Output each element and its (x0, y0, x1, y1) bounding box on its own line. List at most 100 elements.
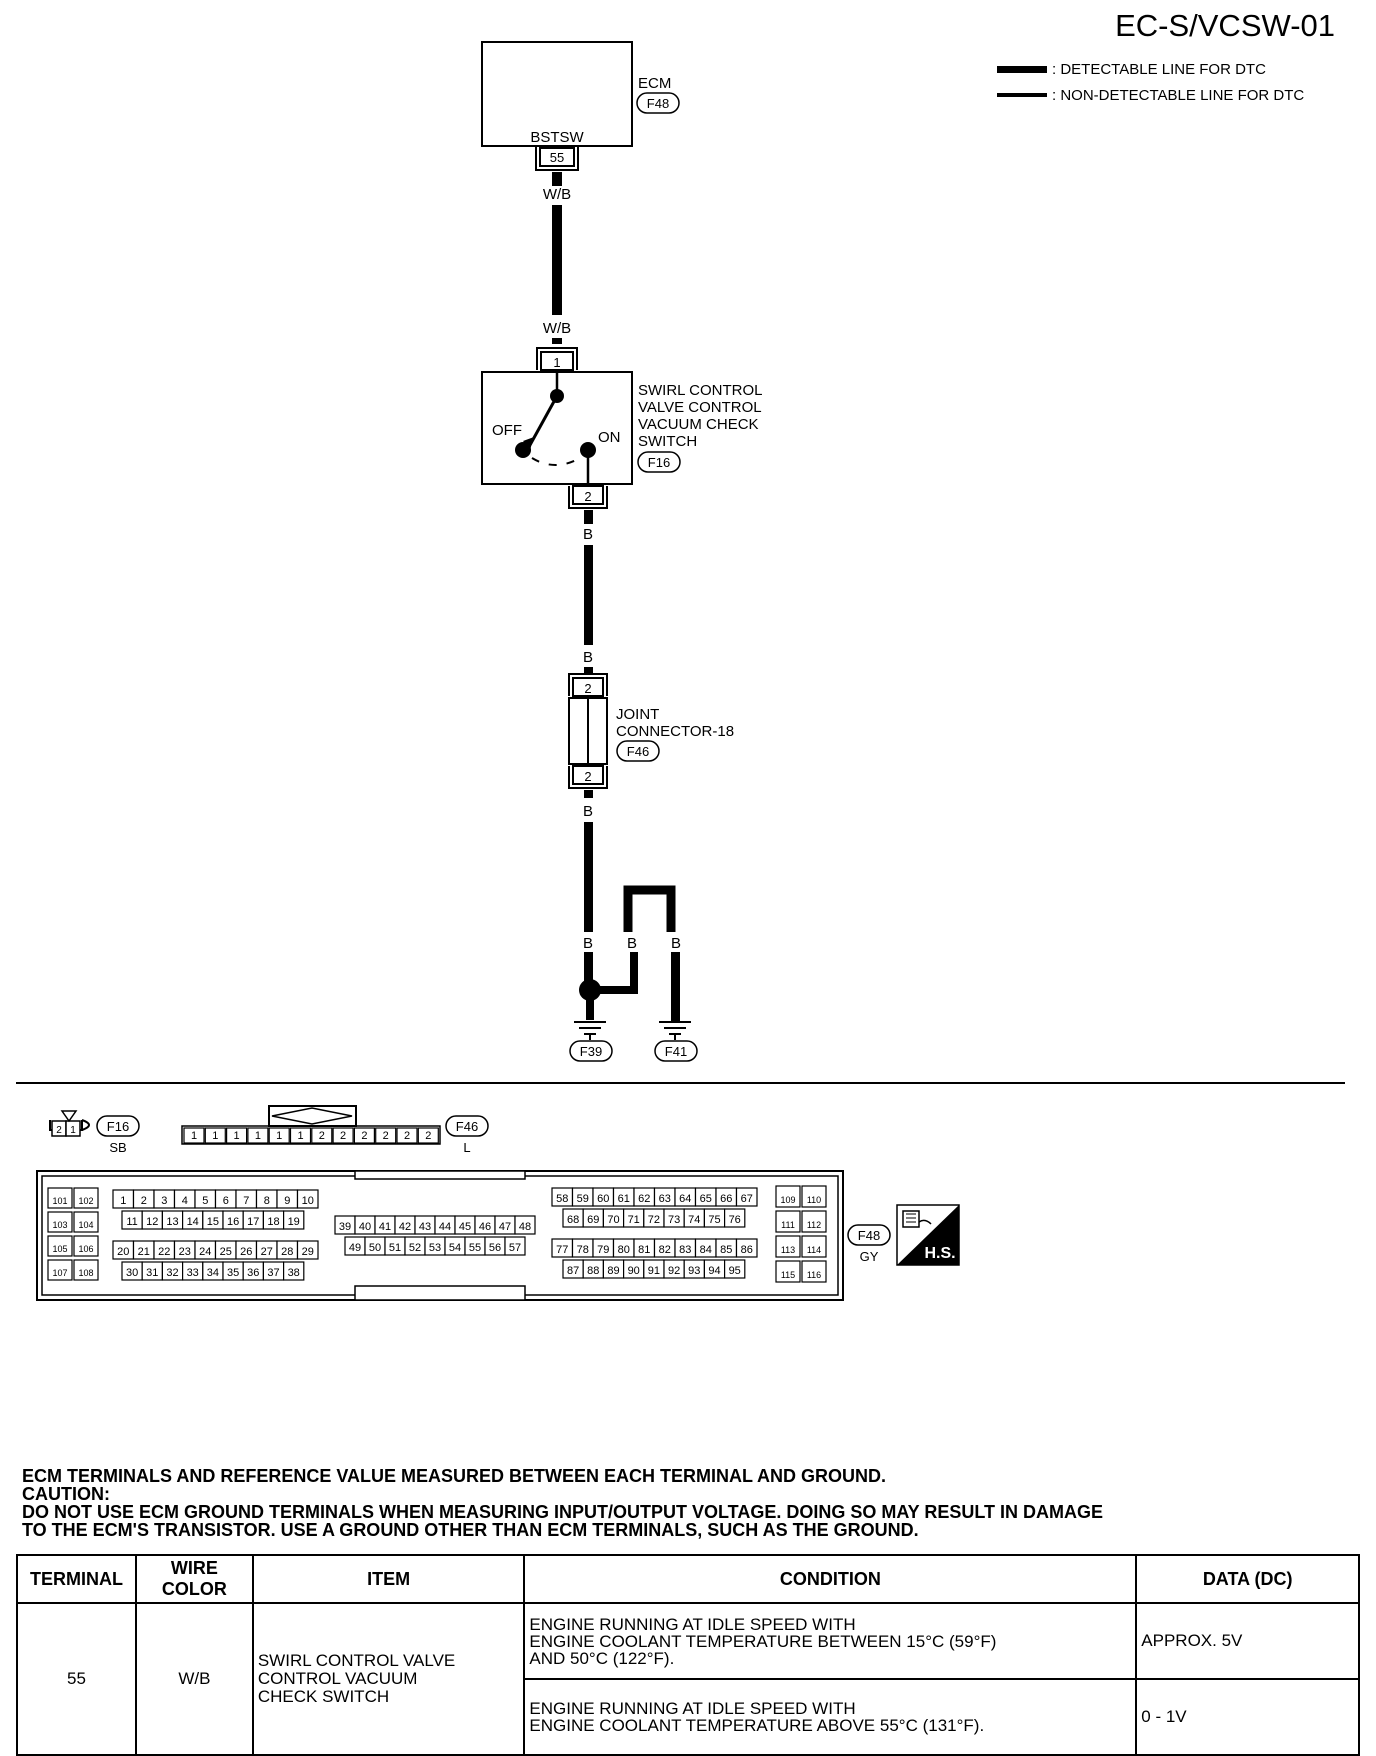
pin-number: 65 (700, 1193, 712, 1205)
pin-number: 108 (78, 1268, 93, 1278)
pin-cell (247, 1127, 269, 1144)
f48-view-color: GY (860, 1249, 879, 1264)
f46-connector-view (181, 1105, 441, 1145)
harness-side-icon: H.S. (896, 1204, 960, 1266)
terminal-cell: 55 (16, 1602, 137, 1756)
pin-number: 74 (688, 1214, 700, 1226)
condition-line: AND 50°C (122°F). (529, 1648, 675, 1668)
pin-number: 42 (399, 1221, 411, 1233)
joint-label-line-2: CONNECTOR-18 (616, 723, 734, 740)
pin-number: 27 (261, 1246, 273, 1258)
pin-cell (183, 1127, 205, 1144)
pin-number: 109 (780, 1195, 795, 1205)
pin-number: 71 (628, 1214, 640, 1226)
pin-number: 102 (78, 1196, 93, 1206)
pin-number: 52 (409, 1242, 421, 1254)
f16-pin-2: 2 (56, 1125, 62, 1136)
switch-connector-id: F16 (648, 455, 670, 470)
pin-number: 1 (255, 1130, 261, 1142)
data-cell: 0 - 1V (1135, 1678, 1360, 1756)
pin-number: 106 (78, 1244, 93, 1254)
pin-cell (504, 1236, 526, 1256)
pin-number: 2 (319, 1130, 325, 1142)
ecm-terminal-number: 55 (550, 150, 564, 165)
pin-number: 4 (182, 1195, 188, 1207)
col-item: ITEM (251, 1554, 526, 1604)
pin-number: 58 (556, 1193, 568, 1205)
item-cell: SWIRL CONTROL VALVE CONTROL VACUUM CHECK… (251, 1602, 526, 1756)
pin-number: 78 (577, 1244, 589, 1256)
wire-ecm-to-switch (552, 172, 562, 186)
pin-number: 103 (52, 1220, 67, 1230)
pin-number: 35 (227, 1267, 239, 1279)
data-cell: APPROX. 5V (1135, 1602, 1360, 1680)
pin-number: 50 (369, 1242, 381, 1254)
wire-color-wb-top: W/B (543, 186, 571, 203)
pin-number: 1 (191, 1130, 197, 1142)
pin-number: 47 (499, 1221, 511, 1233)
ecm-notes: ECM TERMINALS AND REFERENCE VALUE MEASUR… (22, 1467, 1362, 1539)
condition-line: ENGINE RUNNING AT IDLE SPEED WITH (529, 1614, 856, 1634)
pin-number: 1 (212, 1130, 218, 1142)
pin-cell (801, 1185, 827, 1208)
ecm-terminal-table: TERMINAL WIRE COLOR ITEM CONDITION DATA … (16, 1554, 1360, 1756)
ecm-terminal-name: BSTSW (530, 129, 584, 146)
joint-connector-id: F46 (627, 744, 649, 759)
pin-number: 46 (479, 1221, 491, 1233)
pin-cell (204, 1127, 226, 1144)
note-line-2: CAUTION: (22, 1484, 110, 1504)
wire-color-b-2: B (583, 649, 593, 666)
pin-number: 1 (297, 1130, 303, 1142)
pin-number: 68 (567, 1214, 579, 1226)
pin-number: 51 (389, 1242, 401, 1254)
pin-number: 59 (577, 1193, 589, 1205)
table-row: ENGINE RUNNING AT IDLE SPEED WITH ENGINE… (17, 1678, 1360, 1756)
pin-number: 56 (489, 1242, 501, 1254)
pin-number: 90 (628, 1265, 640, 1277)
pin-number: 115 (781, 1270, 795, 1280)
col-wire-color: WIRE COLOR (134, 1554, 254, 1604)
pin-number: 24 (199, 1246, 211, 1258)
pin-number: 11 (126, 1216, 137, 1228)
pin-number: 32 (166, 1267, 178, 1279)
pin-number: 5 (202, 1195, 208, 1207)
pin-number: 25 (220, 1246, 232, 1258)
note-line-4: TO THE ECM'S TRANSISTOR. USE A GROUND OT… (22, 1520, 919, 1540)
switch-on-label: ON (598, 429, 621, 446)
legend-detectable-label: : DETECTABLE LINE FOR DTC (1052, 61, 1266, 78)
pin-cell (801, 1210, 827, 1233)
pin-cell (775, 1185, 801, 1208)
swirl-switch-box: 1 OFF ON 2 (481, 347, 633, 509)
pin-number: 54 (449, 1242, 461, 1254)
item-line: SWIRL CONTROL VALVE (257, 1651, 456, 1670)
pin-number: 2 (404, 1130, 410, 1142)
switch-pin-top: 1 (553, 355, 560, 370)
pin-number: 72 (648, 1214, 660, 1226)
f48-connector-view (36, 1170, 844, 1301)
pin-number: 45 (459, 1221, 471, 1233)
hs-label: H.S. (924, 1245, 955, 1262)
pin-number: 87 (567, 1265, 579, 1277)
pin-cell (514, 1215, 536, 1235)
pin-number: 6 (223, 1195, 229, 1207)
pin-number: 105 (52, 1244, 67, 1254)
pin-cell (396, 1127, 418, 1144)
pin-number: 22 (158, 1246, 170, 1258)
pin-cell (283, 1210, 305, 1230)
switch-label-line-3: VACUUM CHECK (638, 416, 759, 433)
pin-number: 83 (679, 1244, 691, 1256)
pin-number: 55 (469, 1242, 481, 1254)
pin-cell (332, 1127, 354, 1144)
condition-cell: ENGINE RUNNING AT IDLE SPEED WITH ENGINE… (523, 1602, 1138, 1680)
pin-number: 107 (52, 1268, 67, 1278)
f46-view-id: F46 (456, 1119, 478, 1134)
joint-pin-bottom: 2 (584, 769, 591, 784)
pin-cell (723, 1208, 746, 1228)
pin-number: 28 (281, 1246, 293, 1258)
pin-number: 67 (741, 1193, 753, 1205)
condition-line: ENGINE COOLANT TEMPERATURE BETWEEN 15°C … (529, 1631, 997, 1651)
pin-number: 113 (781, 1245, 795, 1255)
pin-number: 86 (741, 1244, 753, 1256)
pin-cell (73, 1211, 99, 1233)
switch-label-line-1: SWIRL CONTROL (638, 382, 762, 399)
